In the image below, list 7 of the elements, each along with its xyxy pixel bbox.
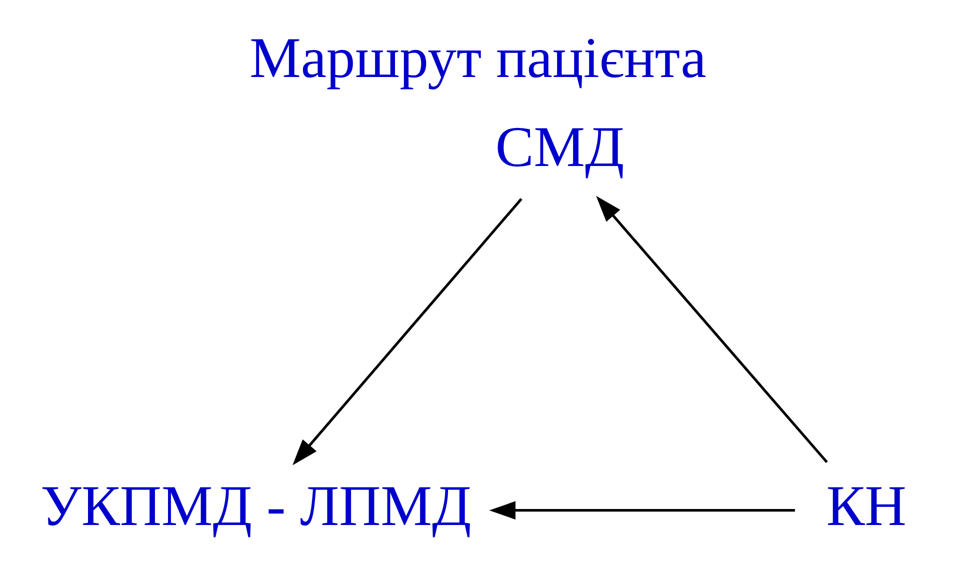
diagram-title: Маршрут пацієнта bbox=[250, 26, 706, 90]
arrow bbox=[292, 198, 522, 465]
arrow bbox=[596, 195, 828, 463]
node-text: СМД bbox=[495, 116, 624, 179]
arrow bbox=[489, 500, 795, 520]
node-text: УКПМД - ЛПМД bbox=[40, 474, 472, 538]
node-text: КН bbox=[826, 474, 906, 538]
